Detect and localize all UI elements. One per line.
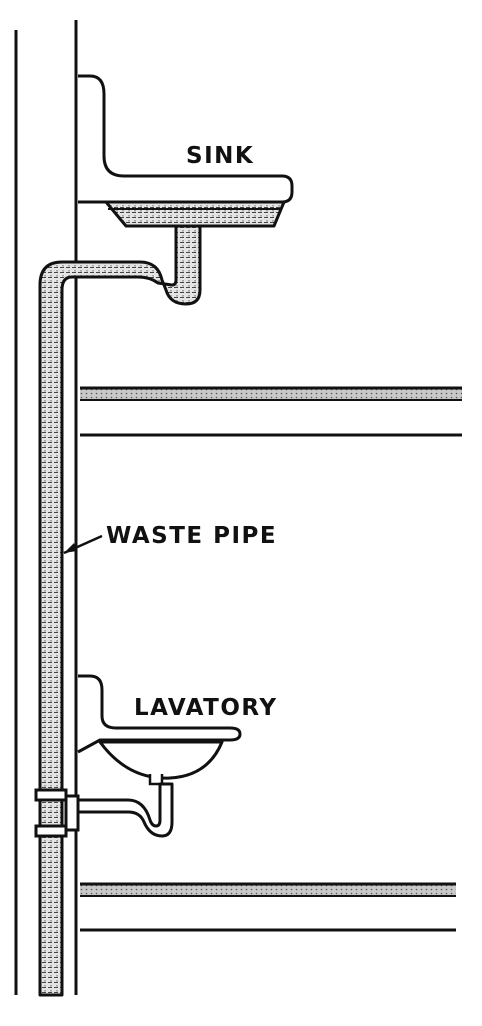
upper-floor <box>80 386 462 437</box>
waste-pipe <box>38 224 202 997</box>
lower-floor <box>80 882 456 932</box>
wall <box>14 20 78 995</box>
sink-label: SINK <box>186 143 254 169</box>
lavatory-label: LAVATORY <box>134 695 278 721</box>
tee-fitting <box>34 788 80 838</box>
waste-pipe-leader <box>63 534 103 555</box>
lavatory-drain-tailpiece <box>148 774 164 786</box>
lavatory-basin <box>98 740 224 780</box>
sink <box>78 74 294 228</box>
lavatory-trap-pipe <box>74 782 174 838</box>
waste-pipe-body <box>38 224 202 997</box>
lavatory <box>77 674 242 786</box>
sink-backsplash <box>78 74 294 204</box>
lavatory-backsplash <box>77 674 242 754</box>
lavatory-trap <box>74 782 174 838</box>
waste-pipe-label: WASTE PIPE <box>106 523 277 549</box>
sink-basin <box>104 200 286 228</box>
